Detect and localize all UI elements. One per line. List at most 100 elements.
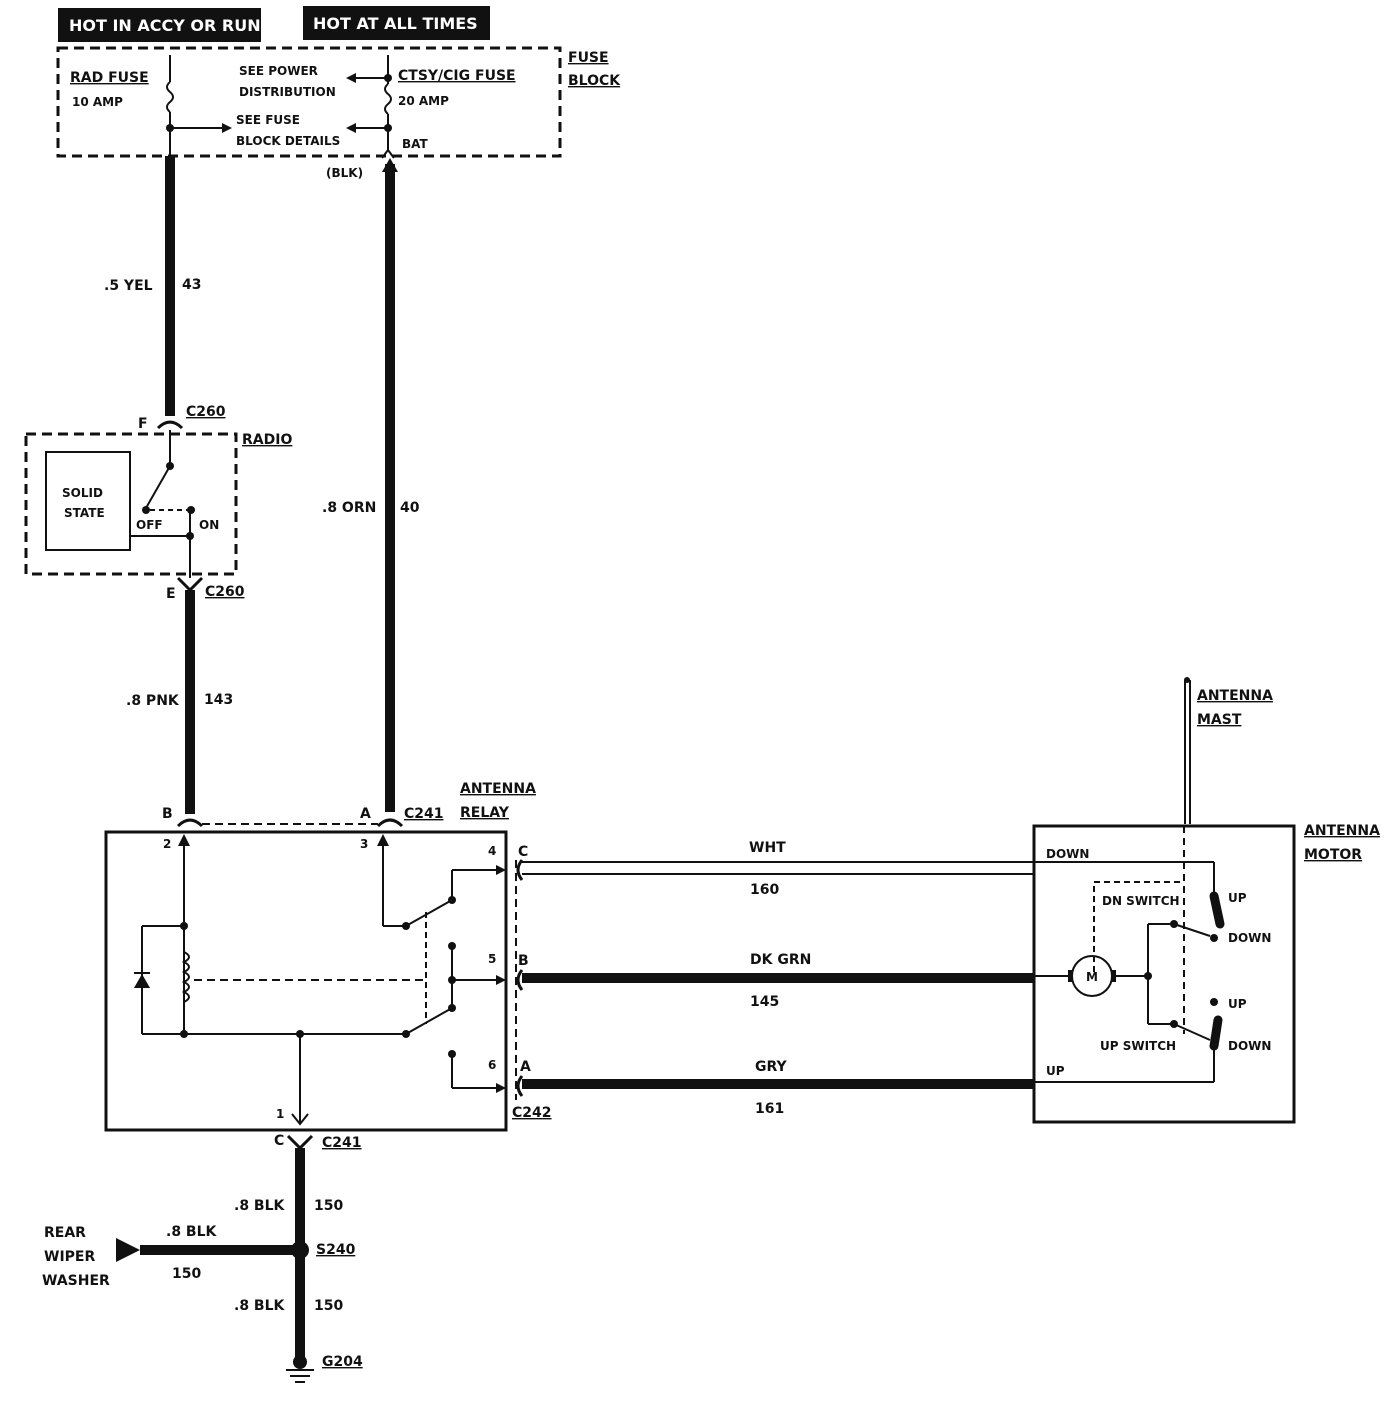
dn-switch-label: DN SWITCH — [1102, 894, 1180, 908]
header-accy-box — [58, 8, 261, 42]
wire-150-circuit-1: 150 — [314, 1198, 343, 1214]
relay-coil-bottom-node — [180, 1030, 188, 1038]
motor-brush-right — [1111, 970, 1116, 982]
c241-pin-b-connector — [176, 818, 204, 828]
radio-title: RADIO — [242, 432, 292, 448]
motor-title-2: MOTOR — [1304, 847, 1362, 863]
ctsy-power-arrow — [346, 73, 356, 83]
rear-wiper-3: WASHER — [42, 1273, 110, 1289]
c260-bottom-connector — [176, 576, 204, 593]
sw2-up-contact — [1210, 998, 1218, 1006]
c260-top-connector — [156, 420, 184, 430]
blk-label: (BLK) — [326, 166, 363, 180]
rad-fuse-amp: 10 AMP — [72, 95, 123, 109]
motor-box — [1032, 824, 1296, 1124]
relay-term-2: 2 — [163, 837, 171, 851]
g204-label: G204 — [322, 1354, 363, 1370]
c260-top-label: C260 — [186, 404, 226, 420]
wire-160-color: WHT — [749, 840, 786, 856]
relay-out5-arrow — [496, 975, 506, 985]
sw1-down: DOWN — [1228, 931, 1271, 945]
header-accy-run: HOT IN ACCY OR RUN — [69, 16, 261, 35]
bat-connector — [381, 148, 395, 159]
antenna-mast-1: ANTENNA — [1197, 688, 1273, 704]
relay-term1-arrow — [291, 1113, 309, 1126]
rad-fuse-label: RAD FUSE — [70, 70, 149, 86]
sw2-down-contact — [1209, 1015, 1223, 1051]
wire-161-circuit: 161 — [755, 1101, 784, 1117]
c260-bottom-label: C260 — [205, 584, 245, 600]
wire-143-size: .8 PNK — [126, 693, 180, 709]
c241-pin-c: C — [274, 1133, 284, 1149]
relay-coil — [181, 951, 190, 1003]
relay-term-3: 3 — [360, 837, 368, 851]
radio-switch-arm — [145, 465, 171, 509]
motor-brush-left — [1068, 970, 1073, 982]
solid-state-2: STATE — [64, 506, 105, 520]
c242-label-b: B — [518, 953, 529, 969]
motor-m: M — [1086, 970, 1098, 984]
c242-pin-b — [516, 969, 524, 991]
c241-bottom-label: C241 — [322, 1135, 362, 1151]
motor-title-1: ANTENNA — [1304, 823, 1380, 839]
wire-145-circuit: 145 — [750, 994, 779, 1010]
c241-bottom-connector — [286, 1134, 314, 1151]
c242-label-c: C — [518, 844, 528, 860]
relay-term3-arrow — [377, 834, 389, 846]
rear-wiper-1: REAR — [44, 1225, 86, 1241]
sw1-arm — [1173, 923, 1211, 937]
c260-pin-e: E — [166, 586, 176, 602]
motor-up-label: UP — [1046, 1064, 1065, 1078]
ctsy-fuse-label: CTSY/CIG FUSE — [398, 68, 516, 84]
antenna-mast-tip — [1184, 677, 1190, 683]
radio-box — [24, 432, 238, 576]
rear-wiper-2: WIPER — [44, 1249, 95, 1265]
ctsy-details-arrow — [346, 123, 356, 133]
relay-term2-arrow — [178, 834, 190, 846]
antenna-mast-2: MAST — [1197, 712, 1242, 728]
c241-pin-a: A — [360, 806, 371, 822]
g204-terminal — [293, 1355, 307, 1369]
relay-term-5: 5 — [488, 952, 496, 966]
diode-symbol — [134, 974, 150, 988]
relay-box — [104, 830, 508, 1132]
wire-150-size-1: .8 BLK — [234, 1198, 286, 1214]
bat-label: BAT — [402, 137, 429, 151]
relay-out4-arrow — [496, 865, 506, 875]
relay-out6-arrow — [496, 1083, 506, 1093]
dn-switch-link — [1093, 881, 1180, 972]
wire-40-circuit: 40 — [400, 500, 420, 516]
header-all-times: HOT AT ALL TIMES — [313, 14, 478, 33]
wire-143-circuit: 143 — [204, 692, 233, 708]
s240-label: S240 — [316, 1242, 356, 1258]
see-fuse-2: BLOCK DETAILS — [236, 134, 340, 148]
wire-145-color: DK GRN — [750, 952, 811, 968]
header-all-times-box — [303, 6, 490, 40]
see-power-1: SEE POWER — [239, 64, 318, 78]
see-power-2: DISTRIBUTION — [239, 85, 336, 99]
wire-161-color: GRY — [755, 1059, 788, 1075]
solid-state-1: SOLID — [62, 486, 103, 500]
see-fuse-1: SEE FUSE — [236, 113, 300, 127]
relay-term-1: 1 — [276, 1107, 284, 1121]
wire-40-size: .8 ORN — [322, 500, 376, 516]
relay-title-2: RELAY — [460, 805, 510, 821]
radio-off-contact — [142, 506, 150, 514]
sw1-up-contact — [1209, 891, 1225, 929]
wire-150-size-2: .8 BLK — [166, 1224, 218, 1240]
wire-43-size: .5 YEL — [104, 278, 153, 294]
sw1-up: UP — [1228, 891, 1247, 905]
up-switch-label: UP SWITCH — [1100, 1039, 1176, 1053]
sw1-down-contact — [1210, 934, 1218, 942]
rad-fuse-element — [166, 81, 174, 113]
rad-fuse-arrow — [222, 123, 232, 133]
wire-150-circuit-2: 150 — [172, 1266, 201, 1282]
c242-label-a: A — [520, 1059, 531, 1075]
radio-off: OFF — [136, 518, 163, 532]
rear-wiper-arrow — [116, 1238, 140, 1262]
ctsy-fuse-element — [384, 83, 392, 115]
fuse-block-title-1: FUSE — [568, 50, 609, 66]
c241-top-label: C241 — [404, 806, 444, 822]
